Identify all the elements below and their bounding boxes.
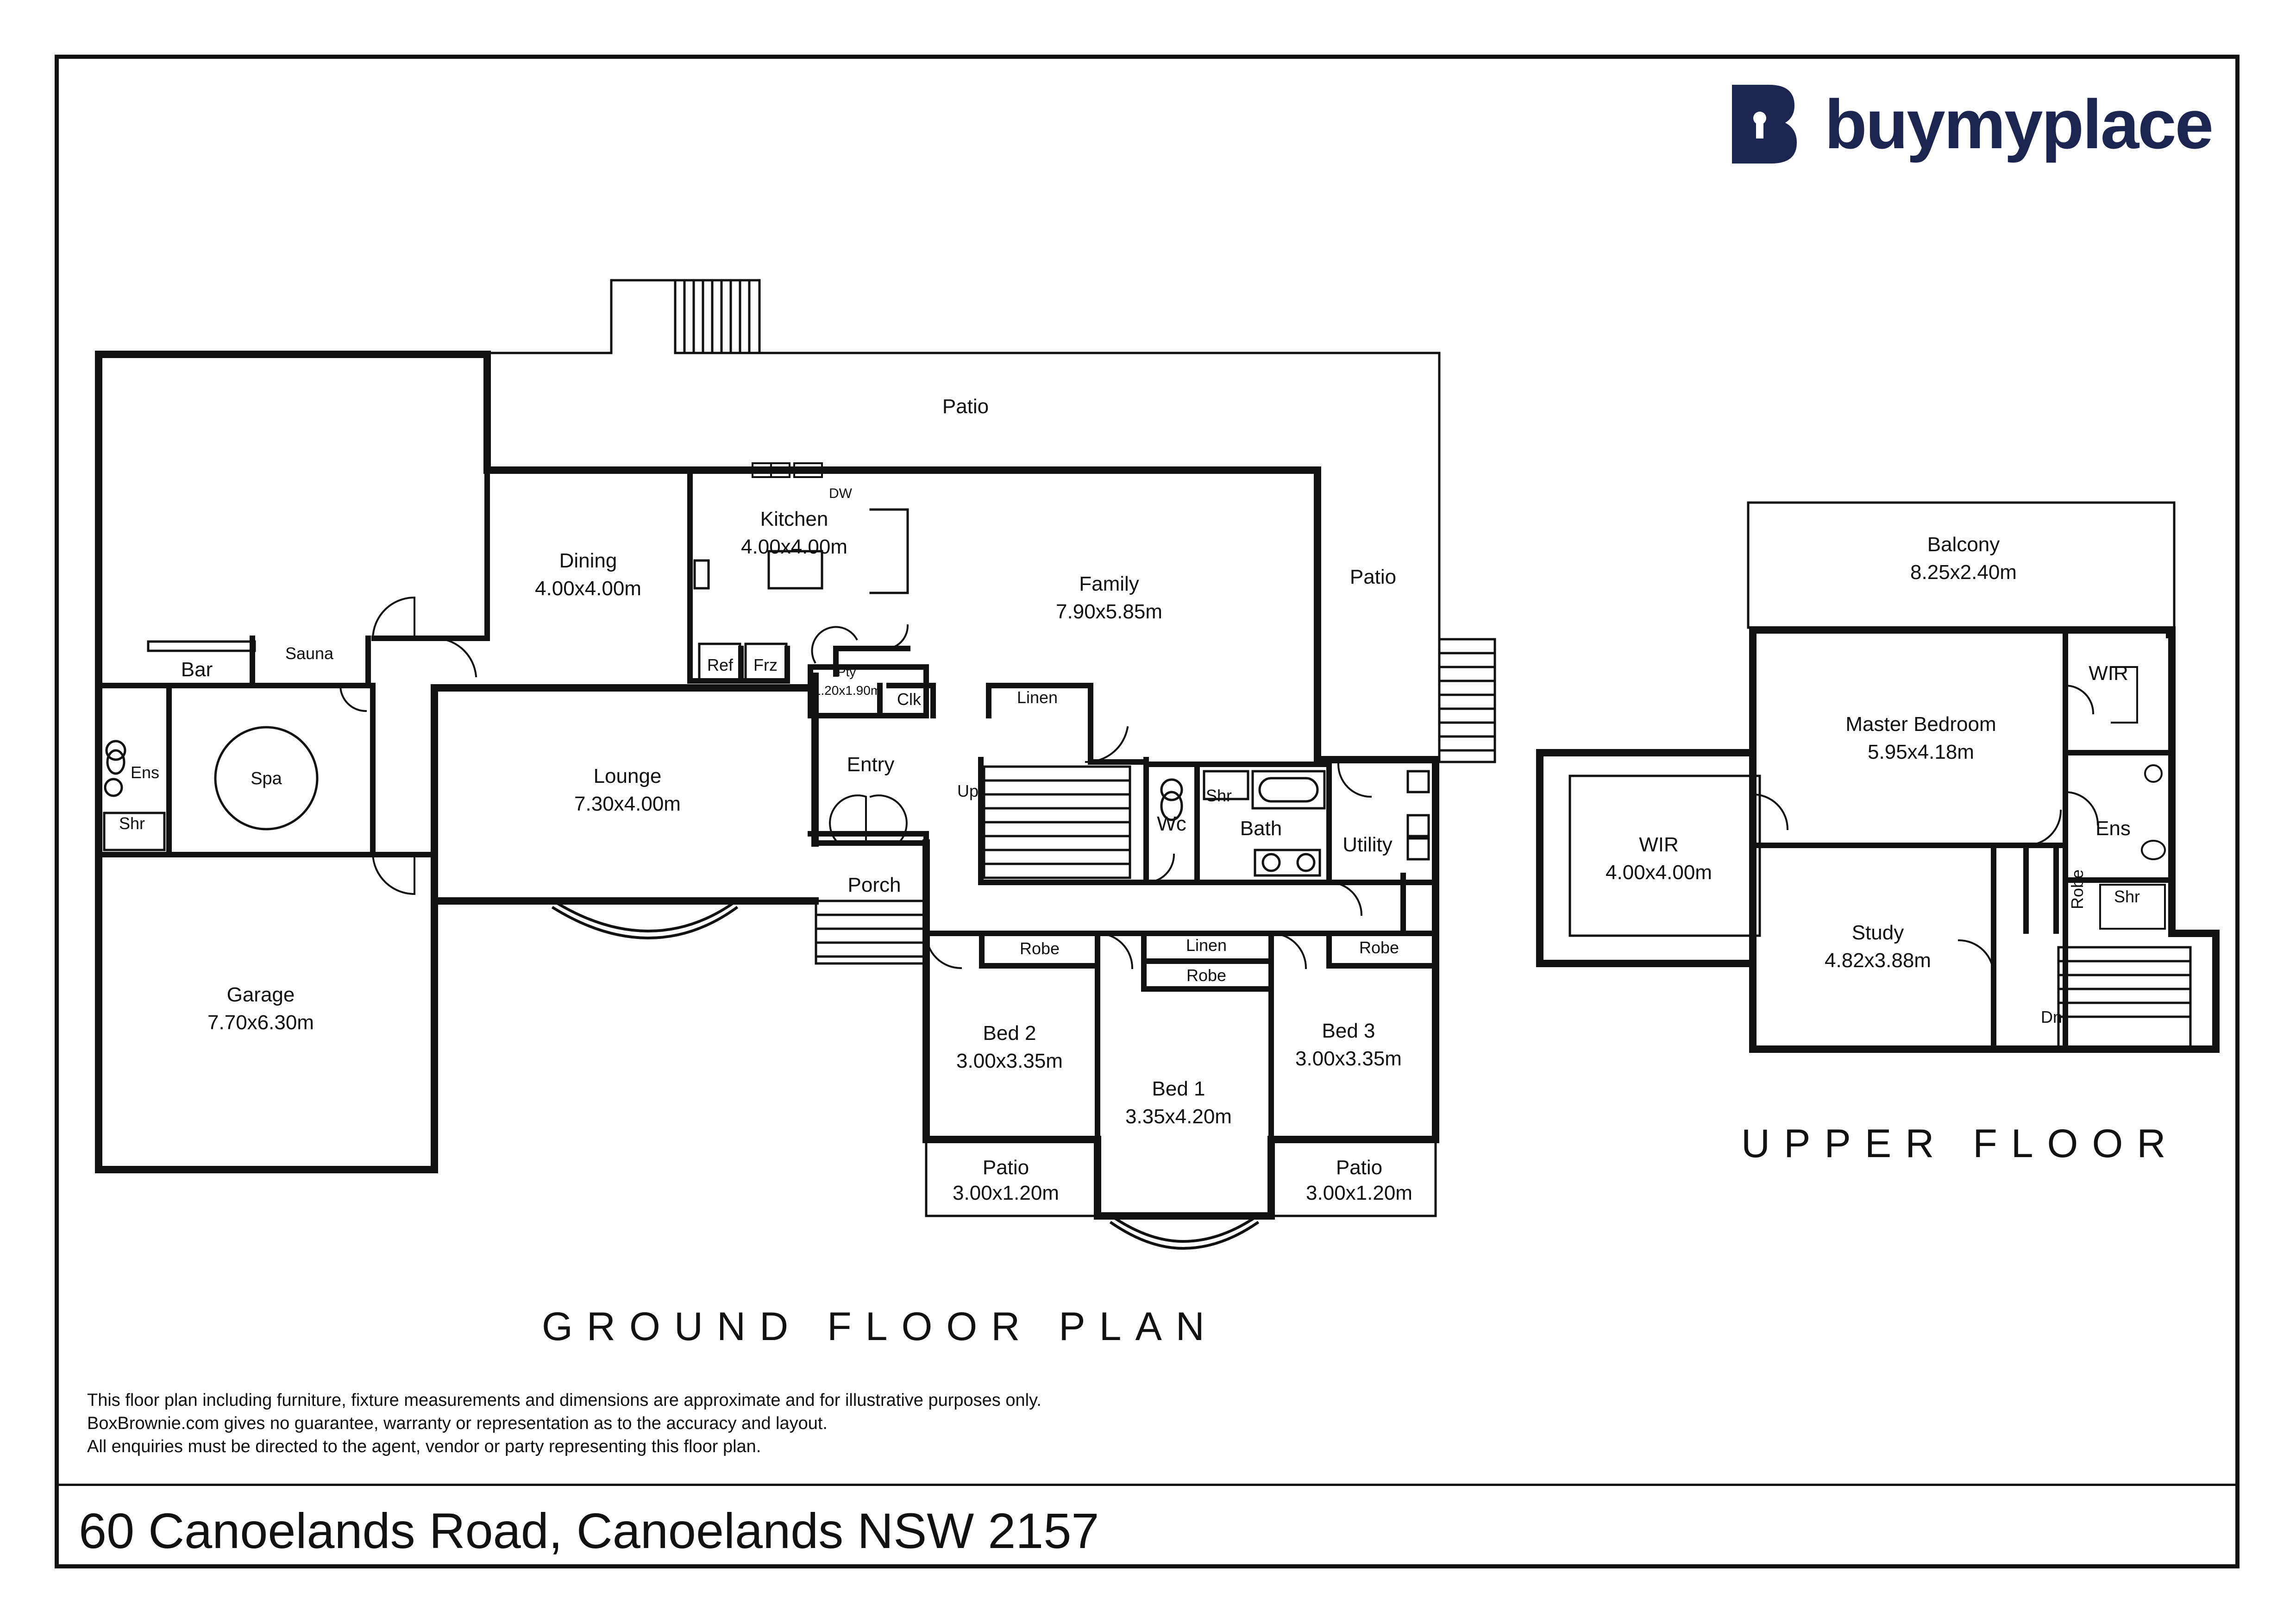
label-patio-bed2-size: 3.00x1.20m bbox=[953, 1182, 1059, 1204]
label-dining: Dining bbox=[559, 549, 617, 572]
upper-exterior-walls bbox=[1536, 626, 2220, 1053]
label-sauna: Sauna bbox=[285, 644, 334, 663]
label-pty-size: 1.20x1.90m bbox=[814, 683, 881, 698]
label-lounge: Lounge bbox=[594, 765, 662, 787]
label-balcony-size: 8.25x2.40m bbox=[1910, 561, 2017, 584]
brand-name: buymyplace bbox=[1825, 85, 2214, 163]
label-family: Family bbox=[1079, 573, 1139, 595]
label-bed1: Bed 1 bbox=[1152, 1077, 1205, 1100]
label-lounge-size: 7.30x4.00m bbox=[574, 793, 681, 815]
upper-thin-outlines bbox=[1568, 501, 2192, 1048]
label-wc: Wc bbox=[1157, 812, 1186, 835]
windows bbox=[95, 351, 1395, 1173]
label-porch: Porch bbox=[848, 874, 901, 896]
label-ens-ground: Ens bbox=[131, 763, 159, 782]
upper-fixtures bbox=[1751, 627, 2166, 1052]
label-utility: Utility bbox=[1342, 833, 1393, 856]
label-pty: Pty bbox=[837, 665, 856, 679]
label-patio-bed2: Patio bbox=[983, 1156, 1029, 1179]
label-kitchen-size: 4.00x4.00m bbox=[741, 535, 847, 558]
label-linen2: Linen bbox=[1186, 936, 1227, 955]
disclaimer-line-1: This floor plan including furniture, fix… bbox=[87, 1391, 1041, 1410]
label-patio-bed3: Patio bbox=[1336, 1156, 1382, 1179]
label-master-size: 5.95x4.18m bbox=[1868, 741, 1974, 763]
label-family-size: 7.90x5.85m bbox=[1056, 600, 1162, 623]
label-robe-bed3: Robe bbox=[1359, 938, 1399, 957]
label-entry: Entry bbox=[847, 753, 895, 776]
label-patio-bed3-size: 3.00x1.20m bbox=[1306, 1182, 1412, 1204]
brand-mark-icon bbox=[1732, 85, 1797, 164]
label-wir-big-size: 4.00x4.00m bbox=[1606, 861, 1712, 884]
label-kitchen: Kitchen bbox=[760, 508, 828, 530]
label-bed3-size: 3.00x3.35m bbox=[1295, 1047, 1402, 1070]
label-spa: Spa bbox=[251, 769, 282, 788]
label-up: Up bbox=[957, 781, 979, 800]
label-shr-upper: Shr bbox=[2114, 887, 2140, 906]
label-master: Master Bedroom bbox=[1845, 713, 1996, 736]
label-frz: Frz bbox=[753, 655, 778, 674]
label-bed2-size: 3.00x3.35m bbox=[956, 1050, 1063, 1072]
label-clk: Clk bbox=[897, 690, 922, 709]
label-balcony: Balcony bbox=[1927, 533, 2000, 556]
disclaimer: This floor plan including furniture, fix… bbox=[87, 1389, 1041, 1458]
bay-windows bbox=[551, 899, 1260, 1250]
label-ref: Ref bbox=[707, 655, 734, 674]
label-study: Study bbox=[1852, 921, 1904, 944]
label-patio-side: Patio bbox=[1350, 566, 1396, 588]
brand-logo: buymyplace bbox=[1732, 82, 2214, 166]
label-dw: DW bbox=[829, 486, 853, 501]
label-dn: Dn bbox=[2041, 1007, 2062, 1026]
upper-floor-title: UPPER FLOOR bbox=[1741, 1121, 2180, 1166]
property-address: 60 Canoelands Road, Canoelands NSW 2157 bbox=[79, 1503, 1099, 1559]
label-bar: Bar bbox=[181, 658, 213, 681]
label-robe-upper: Robe bbox=[2068, 869, 2087, 909]
label-linen1: Linen bbox=[1017, 688, 1058, 707]
label-shr-bath: Shr bbox=[1206, 786, 1232, 805]
label-bed2: Bed 2 bbox=[983, 1022, 1036, 1045]
ground-floor-title: GROUND FLOOR PLAN bbox=[542, 1304, 1218, 1349]
label-shr-ground: Shr bbox=[119, 814, 145, 833]
disclaimer-line-2: BoxBrownie.com gives no guarantee, warra… bbox=[87, 1414, 828, 1433]
label-garage-size: 7.70x6.30m bbox=[207, 1011, 314, 1034]
ground-interior-walls bbox=[96, 467, 1438, 1142]
label-robe-bed2: Robe bbox=[1020, 939, 1060, 958]
fixtures bbox=[103, 462, 1430, 879]
label-ens-upper: Ens bbox=[2095, 817, 2131, 840]
label-bed3: Bed 3 bbox=[1322, 1020, 1375, 1042]
disclaimer-line-3: All enquiries must be directed to the ag… bbox=[87, 1437, 761, 1456]
label-garage: Garage bbox=[227, 983, 295, 1006]
label-robe-bed1: Robe bbox=[1186, 966, 1226, 985]
label-patio-top: Patio bbox=[942, 395, 989, 418]
patio-outline bbox=[487, 279, 1496, 763]
ground-thin-outlines bbox=[815, 900, 1437, 1217]
footer-divider bbox=[55, 1484, 2240, 1486]
upper-interior-walls bbox=[1750, 627, 2175, 1052]
page-frame bbox=[55, 55, 2240, 1568]
label-bath: Bath bbox=[1240, 817, 1282, 840]
label-bed1-size: 3.35x4.20m bbox=[1125, 1105, 1232, 1128]
label-study-size: 4.82x3.88m bbox=[1825, 949, 1931, 972]
label-wir-big: WIR bbox=[1639, 833, 1679, 856]
label-wir-master: WIR bbox=[2089, 662, 2128, 685]
label-dining-size: 4.00x4.00m bbox=[535, 577, 641, 600]
door-swings bbox=[339, 596, 1372, 969]
